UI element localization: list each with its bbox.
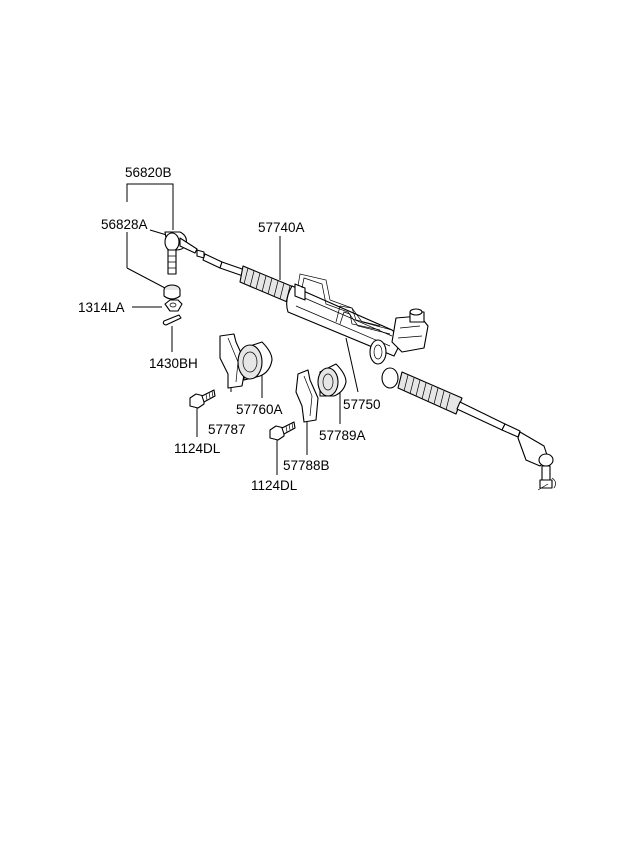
leader-lines bbox=[126, 183, 359, 475]
label-1124dl-left: 1124DL bbox=[174, 441, 221, 456]
clamp-right-part bbox=[295, 369, 319, 423]
label-1124dl-right: 1124DL bbox=[251, 478, 298, 493]
label-56820b: 56820B bbox=[125, 165, 172, 180]
tie-rod-end-left-part bbox=[164, 231, 198, 275]
label-57740a: 57740A bbox=[258, 220, 305, 235]
label-57750: 57750 bbox=[343, 397, 381, 412]
label-57788b: 57788B bbox=[283, 458, 330, 473]
cotter-pin-part bbox=[162, 314, 182, 326]
bolt-left-part bbox=[189, 389, 216, 409]
label-1314la: 1314LA bbox=[78, 300, 125, 315]
bushing-right-part bbox=[317, 363, 347, 397]
part-labels: 56820B 56828A 1314LA 1430BH 57740A 57760… bbox=[78, 165, 381, 493]
label-56828a: 56828A bbox=[101, 217, 148, 232]
castle-nut-part bbox=[163, 284, 181, 300]
steering-gear-box-part bbox=[196, 249, 521, 438]
label-57787: 57787 bbox=[208, 422, 246, 437]
label-57760a: 57760A bbox=[236, 402, 283, 417]
bolt-right-part bbox=[269, 421, 296, 441]
label-1430bh: 1430BH bbox=[149, 356, 198, 371]
tie-rod-end-right-part bbox=[517, 431, 556, 491]
bushing-left-part bbox=[237, 341, 273, 381]
hex-nut-part bbox=[164, 299, 183, 312]
label-57789a: 57789A bbox=[319, 428, 366, 443]
